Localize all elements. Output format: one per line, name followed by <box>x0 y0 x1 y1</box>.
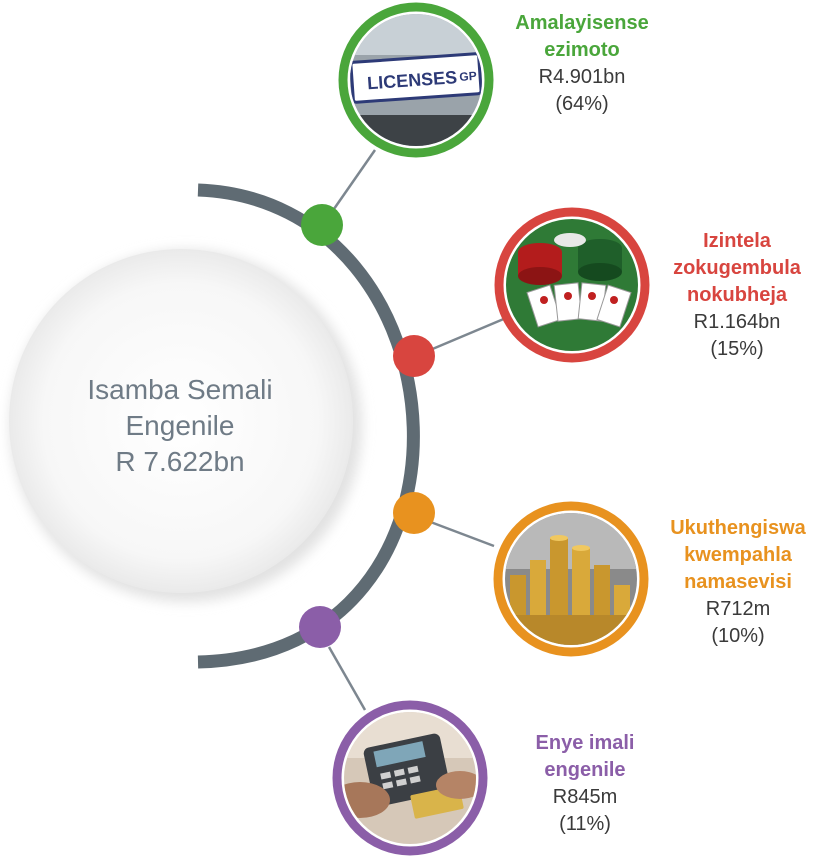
license-plate-image: LICENSES GP <box>338 2 494 158</box>
item-title-line: nokubheja <box>686 284 787 306</box>
item-label-gambling: Izintela zokugembula nokubheja R1.164bn … <box>652 228 822 363</box>
item-label-vehicle-licences: Amalayisense ezimoto R4.901bn (64%) <box>492 10 672 118</box>
item-title-line: Enye imali <box>535 732 635 754</box>
item-amount: R712m <box>705 598 771 620</box>
connector-purple <box>327 646 367 711</box>
item-title-line: kwempahla <box>684 544 792 566</box>
item-title-line: Ukuthengiswa <box>670 517 806 539</box>
item-amount: R4.901bn <box>538 66 626 88</box>
item-title-line: engenile <box>544 759 626 781</box>
item-percent: (11%) <box>559 813 611 835</box>
item-amount: R1.164bn <box>693 311 781 333</box>
center-line-1: Isamba Semali <box>87 374 273 405</box>
center-line-2: Engenile <box>125 410 235 441</box>
casino-chips-cards-image <box>494 207 650 363</box>
total-revenue-label: Isamba Semali Engenile R 7.622bn <box>30 372 330 480</box>
center-circle <box>9 249 353 593</box>
item-percent: (15%) <box>710 338 764 360</box>
orange-dot <box>393 492 435 534</box>
card-payment-terminal-image <box>332 700 488 856</box>
connector-green <box>325 149 377 220</box>
item-title-line: ezimoto <box>544 39 620 61</box>
item-title-line: Izintela <box>703 230 771 252</box>
connector-red <box>422 316 507 355</box>
purple-dot <box>299 606 341 648</box>
item-title-line: zokugembula <box>673 257 801 279</box>
item-title-line: namasevisi <box>684 571 792 593</box>
item-title-line: Amalayisense <box>515 12 649 34</box>
item-percent: (64%) <box>555 93 609 115</box>
plate-suffix: GP <box>459 69 477 84</box>
item-percent: (10%) <box>711 625 765 647</box>
coin-stacks-image <box>493 501 649 657</box>
center-line-3: R 7.622bn <box>115 446 245 477</box>
red-dot <box>393 335 435 377</box>
item-label-other-revenue: Enye imali engenile R845m (11%) <box>500 730 670 838</box>
item-amount: R845m <box>552 786 618 808</box>
item-label-sales-services: Ukuthengiswa kwempahla namasevisi R712m … <box>652 515 824 650</box>
green-dot <box>301 204 343 246</box>
